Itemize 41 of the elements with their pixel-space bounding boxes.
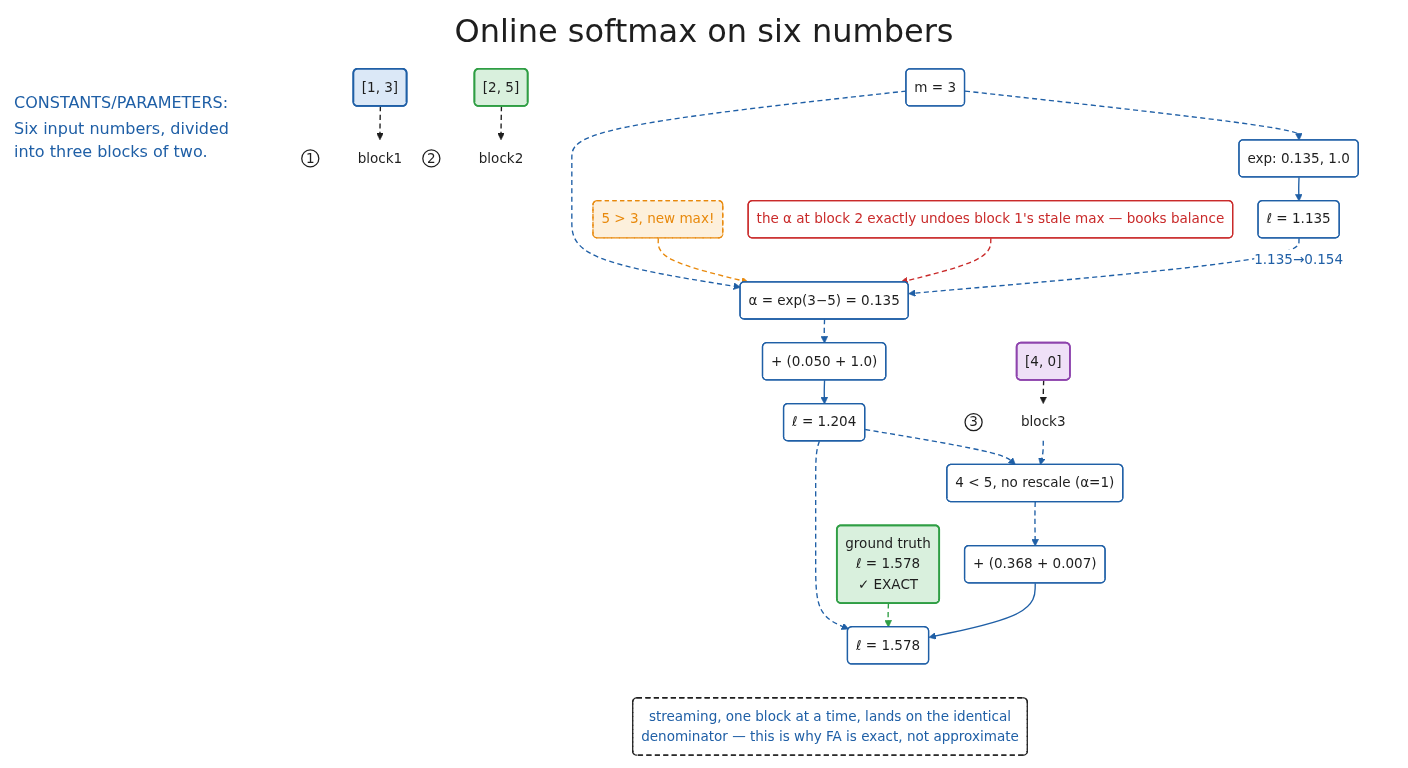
process-box: 4 < 5, no rescale (α=1) bbox=[946, 463, 1124, 503]
result-box: ground truth ℓ = 1.578 ✓ EXACT bbox=[835, 524, 941, 604]
arrow bbox=[820, 318, 829, 344]
step-number-circle: 3 bbox=[964, 412, 983, 432]
arrow bbox=[928, 582, 1036, 640]
edge-label: 1.135→0.154 bbox=[1254, 251, 1343, 268]
arrow bbox=[1038, 440, 1046, 466]
block-label: block3 bbox=[1021, 413, 1066, 430]
diagram-title: Online softmax on six numbers bbox=[453, 12, 955, 50]
input-box: [2, 5] bbox=[473, 67, 529, 107]
arrow bbox=[497, 105, 505, 141]
arrow bbox=[900, 237, 992, 285]
arrow bbox=[820, 379, 829, 405]
step-number-circle: 2 bbox=[422, 149, 441, 168]
process-box: + (0.050 + 1.0) bbox=[761, 342, 887, 381]
process-box: ℓ = 1.135 bbox=[1257, 200, 1340, 239]
arrow bbox=[964, 90, 1303, 141]
process-box: exp: 0.135, 1.0 bbox=[1238, 139, 1359, 178]
note-text: Six input numbers, divided into three blocks of two. bbox=[14, 118, 231, 163]
input-box: [4, 0] bbox=[1015, 341, 1071, 381]
arrow bbox=[864, 428, 1016, 466]
arrow bbox=[908, 237, 1300, 297]
input-box: [1, 3] bbox=[352, 67, 408, 107]
summary-box: streaming, one block at a time, lands on the identical denominator — this is why FA is exact, not approximate bbox=[632, 697, 1028, 756]
process-box: α = exp(3−5) = 0.135 bbox=[739, 281, 909, 320]
process-box: m = 3 bbox=[905, 68, 966, 107]
step-number-circle: 1 bbox=[301, 149, 320, 168]
process-box: ℓ = 1.204 bbox=[782, 402, 866, 442]
arrow bbox=[376, 105, 384, 141]
arrow bbox=[1031, 501, 1039, 547]
section-heading: CONSTANTS/PARAMETERS: bbox=[14, 92, 230, 114]
arrow bbox=[884, 602, 892, 628]
callout-box: the α at block 2 exactly undoes block 1's stale max — books balance bbox=[747, 200, 1234, 239]
block-label: block2 bbox=[478, 149, 524, 166]
arrow bbox=[1039, 379, 1047, 404]
arrow bbox=[815, 440, 849, 630]
block-label: block1 bbox=[357, 149, 403, 166]
note-box: 5 > 3, new max! bbox=[592, 200, 724, 239]
process-box: ℓ = 1.578 bbox=[846, 626, 930, 665]
arrow bbox=[1295, 176, 1303, 202]
process-box: + (0.368 + 0.007) bbox=[963, 544, 1106, 584]
